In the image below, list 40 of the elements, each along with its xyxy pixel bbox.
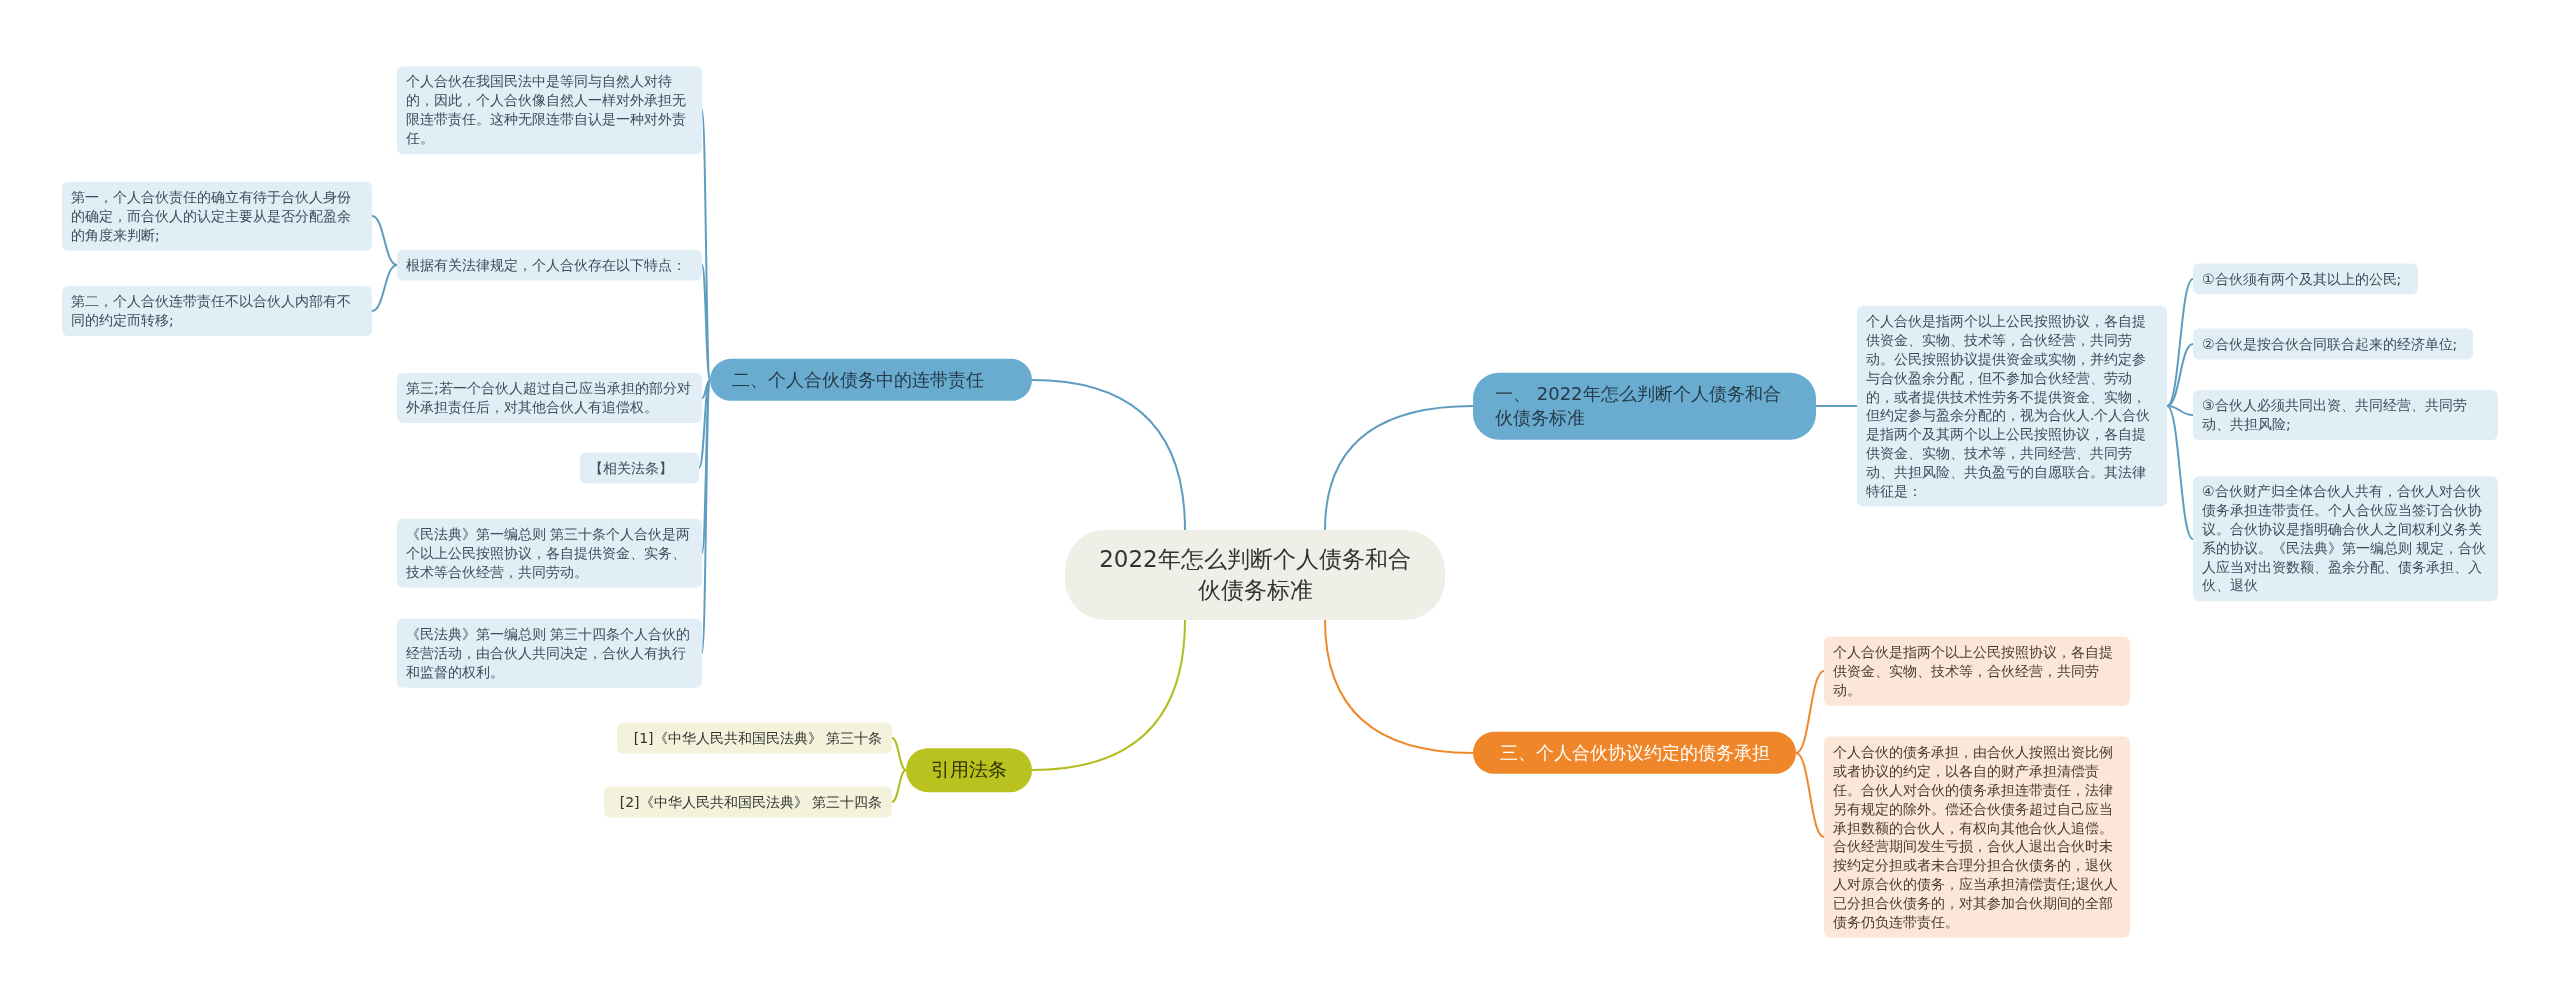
connector [1324,405,1474,531]
note-card: ①合伙须有两个及其以上的公民; [2193,263,2418,295]
note-card: 第二，个人合伙连带责任不以合伙人内部有不同的约定而转移; [62,286,372,336]
connector [2166,405,2194,416]
central-topic: 2022年怎么判断个人债务和合伙债务标准 [1065,529,1445,621]
connector [891,737,907,771]
connector [1031,619,1186,771]
connector [698,379,711,469]
connector [1795,752,1825,838]
connector [2166,278,2194,407]
connector [371,264,398,312]
note-card: 个人合伙是指两个以上公民按照协议，各自提供资金、实物、技术等，合伙经营，共同劳动。 [1824,636,2130,706]
branch-topic: 二、个人合伙债务中的连带责任 [710,358,1032,402]
connector [371,215,398,266]
note-card: 第三;若一个合伙人超过自己应当承担的部分对外承担责任后，对其他合伙人有追偿权。 [397,373,702,423]
note-card: 《民法典》第一编总则 第三十条个人合伙是两个以上公民按照协议，各自提供资金、实务、技术等合伙经营，共同劳动。 [397,518,702,588]
branch-topic: 一、 2022年怎么判断个人债务和合伙债务标准 [1473,372,1816,440]
note-card: [2]《中华人民共和国民法典》 第三十四条 [604,786,892,818]
branch-topic: 引用法条 [906,748,1032,792]
connector [1815,405,1858,407]
connector [891,769,907,803]
note-card: 《民法典》第一编总则 第三十四条个人合伙的经营活动，由合伙人共同决定，合伙人有执行和监督的权利。 [397,618,702,688]
note-card: ②合伙是按合伙合同联合起来的经济单位; [2193,328,2473,360]
note-card: [1]《中华人民共和国民法典》 第三十条 [617,722,892,754]
connector [2166,405,2194,540]
connector [1324,619,1474,754]
connector [701,264,711,381]
note-card: 【相关法条】 [580,452,699,484]
branch-topic: 三、个人合伙协议约定的债务承担 [1473,731,1796,775]
note-card: 个人合伙是指两个以上公民按照协议，各自提供资金、实物、技术等，合伙经营，共同劳动。公民按照协议提供资金或实物，并约定参与合伙盈余分配，但不参加合伙经营、劳动的，或者提供技术性劳务不提供资金、实物，但约定参与盈余分配的，视为合伙人.个人合伙是指两个及其两个以上公民按照协议，各自提供资金、实物、技术等，共同经营、共同劳动、共担风险、共负盈亏的自愿联合。其法律特征是： [1857,305,2167,507]
note-card: ③合伙人必须共同出资、共同经营、共同劳动、共担风险; [2193,390,2498,440]
note-card: 个人合伙的债务承担，由合伙人按照出资比例或者协议的约定，以各自的财产承担清偿责任。合伙人对合伙的债务承担连带责任，法律另有规定的除外。偿还合伙债务超过自己应当承担数额的合伙人，有权向其他合伙人追偿。合伙经营期间发生亏损，合伙人退出合伙时未按约定分担或者未合理分担合伙债务的，退伙人对原合伙的债务，应当承担清偿责任;退伙人已分担合伙债务的，对其参加合伙期间的全部债务仍负连带责任。 [1824,736,2130,938]
connector [701,379,711,399]
note-card: 根据有关法律规定，个人合伙存在以下特点： [397,249,702,281]
connector [1795,670,1825,754]
note-card: 第一，个人合伙责任的确立有待于合伙人身份的确定，而合伙人的认定主要从是否分配盈余的角度来判断; [62,181,372,251]
connector [2166,343,2194,407]
note-card: 个人合伙在我国民法中是等同与自然人对待的，因此，个人合伙像自然人一样对外承担无限连带责任。这种无限连带自认是一种对外责任。 [397,66,702,154]
connector [1031,379,1186,531]
note-card: ④合伙财产归全体合伙人共有，合伙人对合伙债务承担连带责任。个人合伙应当签订合伙协议。合伙协议是指明确合伙人之间权利义务关系的协议。《民法典》第一编总则 规定，合伙人应当对出资数额、盈余分配、债务承担、入伙、退伙 [2193,476,2498,602]
